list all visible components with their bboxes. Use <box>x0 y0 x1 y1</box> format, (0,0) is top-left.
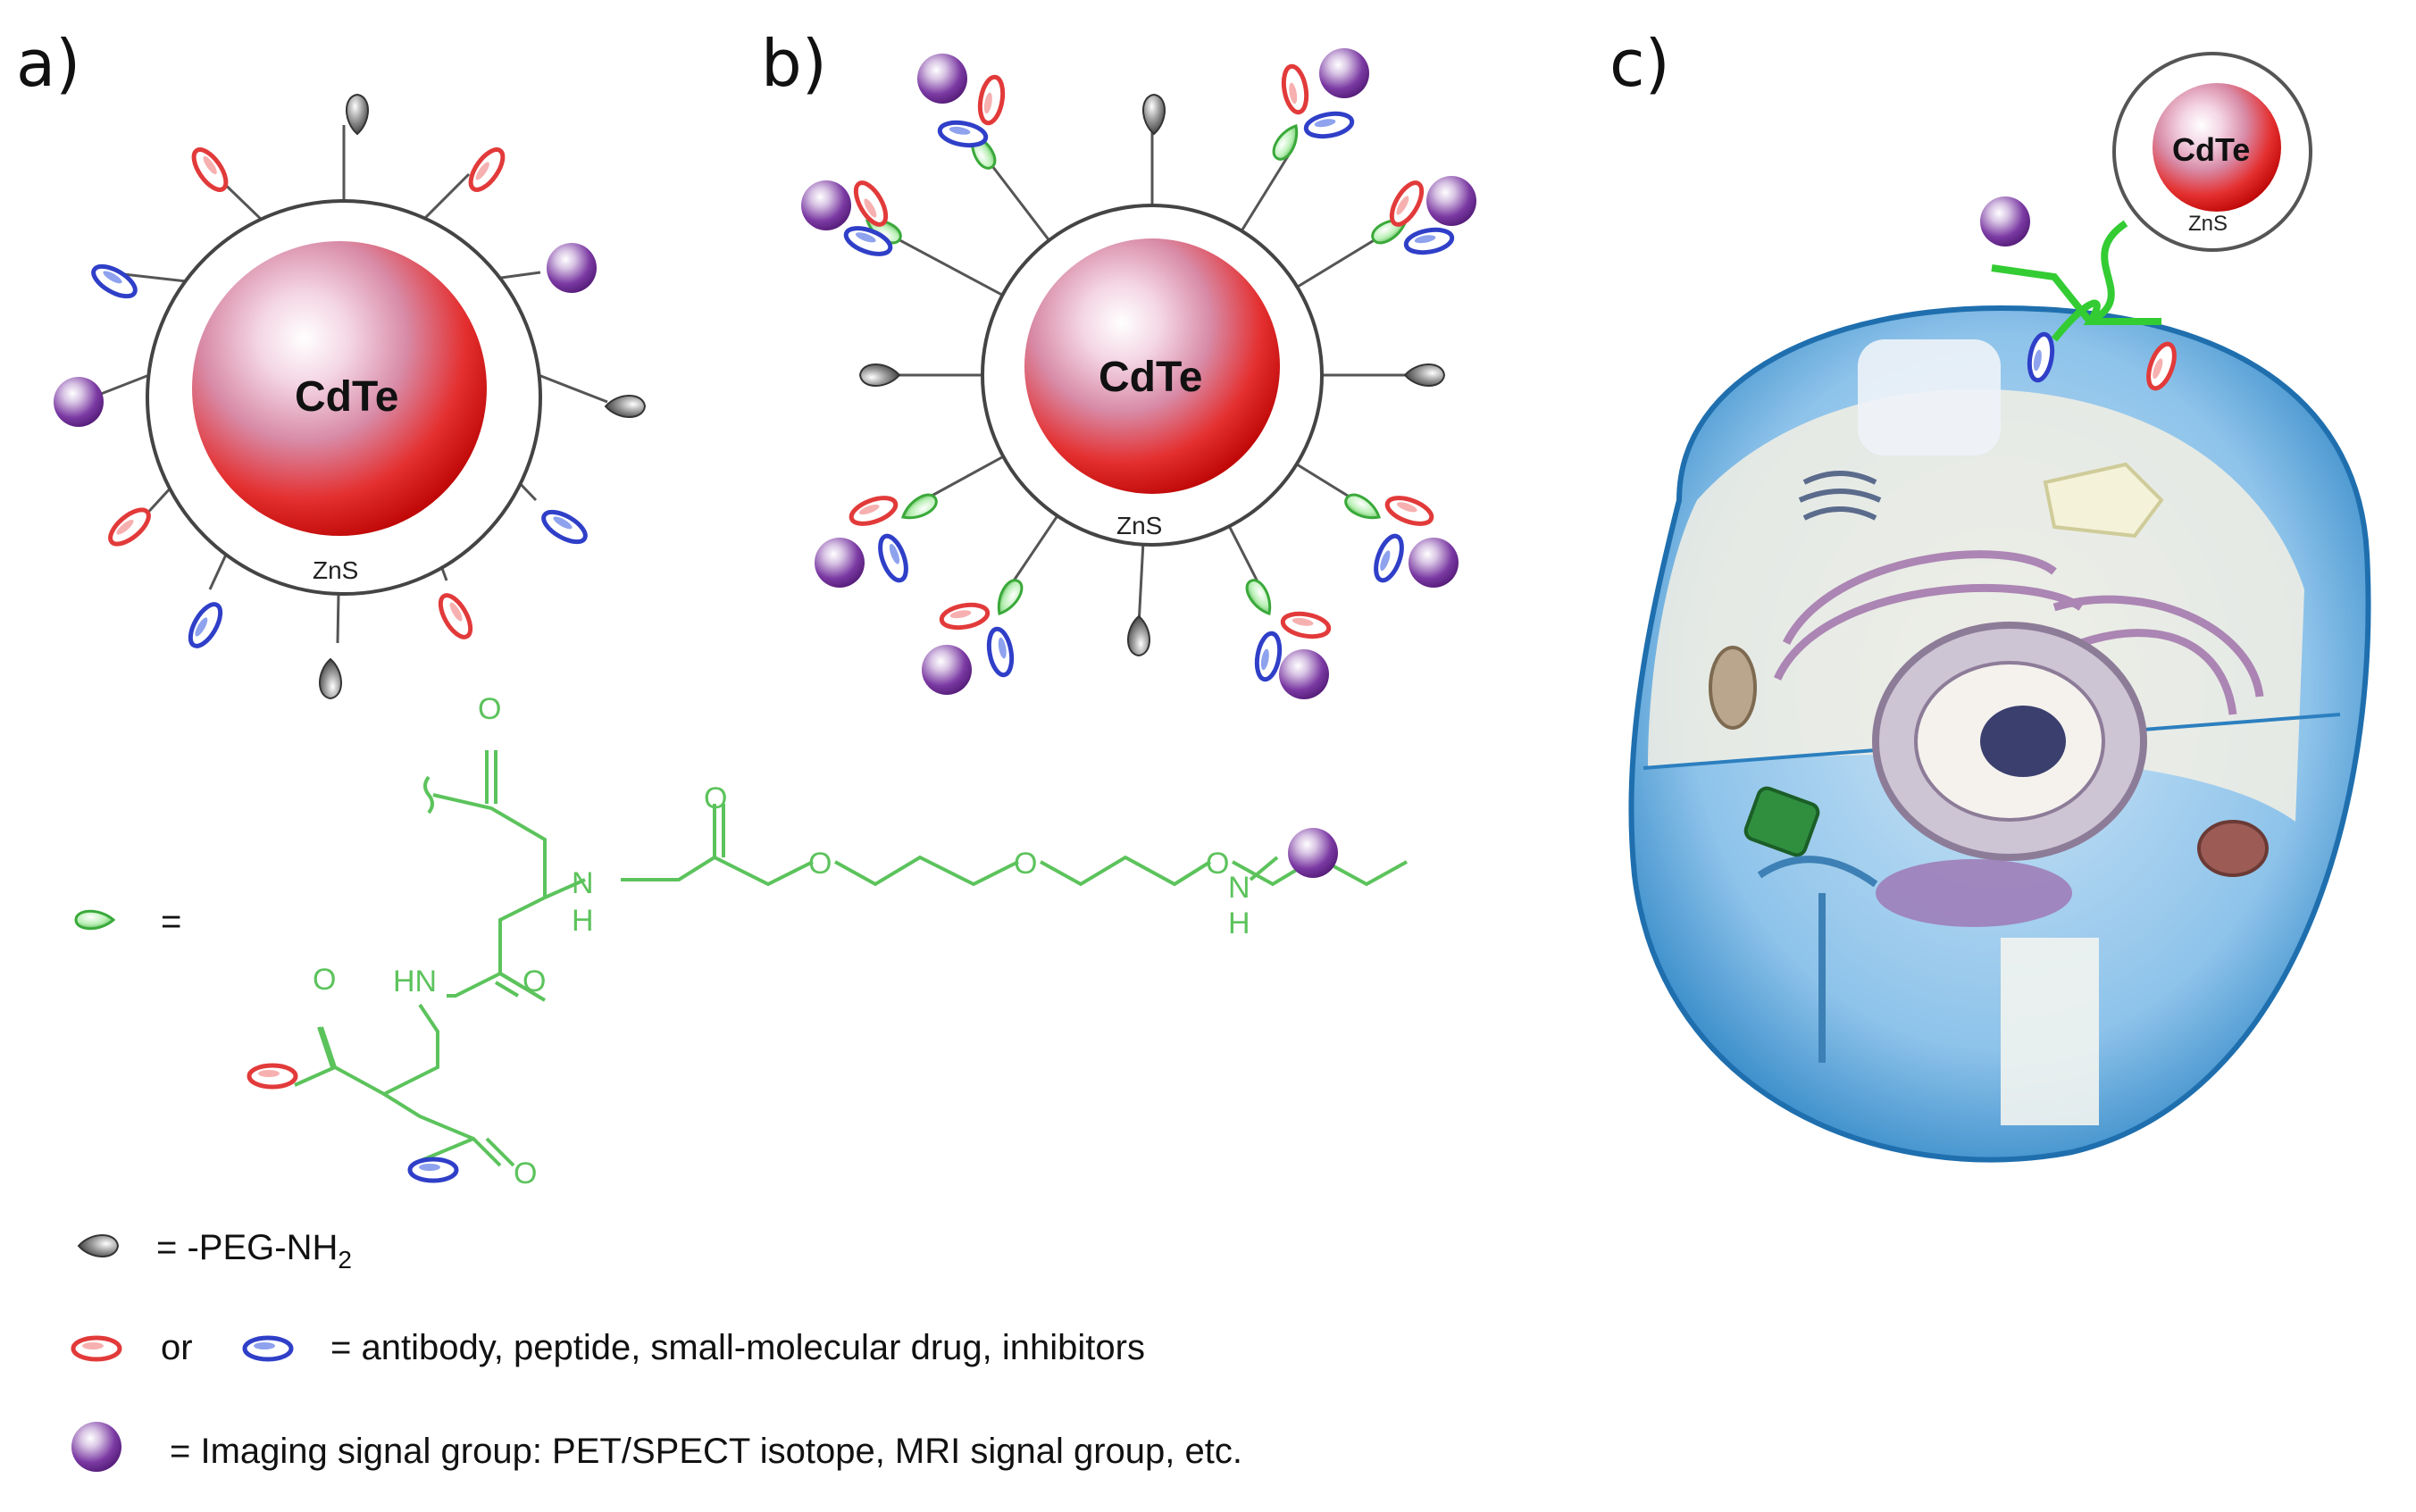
cell-illustration: CdTe ZnS <box>1628 52 2371 1163</box>
atom-o: O <box>313 963 336 997</box>
green-linker-icon <box>74 909 115 931</box>
legend-imaging: = Imaging signal group: PET/SPECT isotop… <box>170 1432 1242 1471</box>
linker-structure <box>294 750 1408 1167</box>
golgi-apparatus <box>1798 471 1882 521</box>
vacuole <box>2043 462 2164 539</box>
peg-icon <box>1404 363 1445 387</box>
legend-peg-sub: 2 <box>338 1246 352 1274</box>
legend-linker-equals: = <box>161 902 181 941</box>
peg-icon <box>1142 94 1166 135</box>
nucleolus <box>1980 706 2066 777</box>
atom-o: O <box>808 847 832 881</box>
red-ligand-icon <box>464 145 508 195</box>
peg-icon <box>346 94 369 135</box>
shell-label-a: ZnS <box>313 556 358 584</box>
red-ligand-icon <box>104 504 154 550</box>
conjugate-cluster <box>801 178 906 259</box>
peg-icon <box>78 1234 119 1257</box>
panel-label-c: c) <box>1609 26 1670 101</box>
peg-icon <box>1127 615 1150 656</box>
conjugate-cluster <box>1268 48 1369 164</box>
blue-ligand-icon <box>185 599 227 650</box>
red-ligand-icon <box>73 1338 120 1359</box>
quantum-dot-a: CdTe ZnS <box>54 94 646 699</box>
legend-ligand: = antibody, peptide, small-molecular dru… <box>330 1328 1145 1367</box>
mitochondrion <box>2197 820 2269 877</box>
red-ligand-icon <box>249 1065 296 1087</box>
atom-o: O <box>478 692 501 726</box>
atom-o: O <box>1014 847 1037 881</box>
peg-icon <box>859 363 900 387</box>
imaging-sphere-icon <box>71 1422 121 1472</box>
peg-icon <box>319 658 342 699</box>
peg-icon <box>605 395 646 418</box>
imaging-sphere-icon <box>1980 196 2030 246</box>
blue-ligand-icon <box>410 1159 456 1181</box>
imaging-sphere-icon <box>1288 828 1338 878</box>
atom-o: O <box>1206 847 1229 881</box>
membrane-pore <box>2001 938 2099 1125</box>
quantum-dot-b: CdTe ZnS <box>801 48 1476 699</box>
conjugate-cluster <box>922 575 1027 695</box>
atom-o: O <box>704 781 727 815</box>
mitochondrion <box>1709 646 1757 730</box>
green-tether <box>2088 220 2128 325</box>
endoplasmic-reticulum <box>1773 550 2264 715</box>
atom-n: N <box>1228 871 1250 905</box>
membrane-receptor <box>1858 339 2001 455</box>
conjugate-cluster <box>1367 176 1476 255</box>
linker-atoms: O N H O O O O N H HN O O O <box>313 692 1250 1190</box>
lysosome <box>1876 859 2072 927</box>
shell-label-c: ZnS <box>2188 212 2228 236</box>
conjugate-cluster <box>1341 489 1459 588</box>
core-label-a: CdTe <box>295 373 398 421</box>
cdte-core-a <box>192 241 487 536</box>
imaging-sphere-icon <box>547 243 597 293</box>
red-ligand-icon <box>188 145 231 195</box>
cdte-core-c <box>2153 83 2281 212</box>
atom-o: O <box>514 1157 537 1190</box>
cdte-core-b <box>1024 238 1280 494</box>
red-ligand-icon <box>435 590 477 641</box>
conjugate-cluster <box>1241 575 1331 699</box>
legend-peg: = -PEG-NH2 <box>156 1228 352 1274</box>
blue-ligand-icon <box>245 1338 291 1359</box>
panel-label-b: b) <box>761 26 827 101</box>
conjugate-cluster <box>815 489 941 588</box>
centriole <box>1743 786 1820 857</box>
shell-label-b: ZnS <box>1116 512 1162 539</box>
atom-n: N <box>572 866 594 900</box>
legend-or: or <box>161 1328 193 1367</box>
conjugate-cluster <box>917 54 1006 173</box>
atom-hn: HN <box>393 965 437 998</box>
blue-ligand-icon <box>539 506 589 548</box>
atom-o: O <box>522 965 546 998</box>
legend-peg-text: = -PEG-NH <box>156 1228 338 1267</box>
blue-ligand-icon <box>88 261 139 303</box>
core-label-b: CdTe <box>1099 354 1202 401</box>
core-label-c: CdTe <box>2172 131 2250 168</box>
atom-h: H <box>1228 906 1250 940</box>
panel-label-a: a) <box>16 26 80 101</box>
imaging-sphere-icon <box>54 377 104 427</box>
atom-h: H <box>572 904 594 938</box>
channel-protein <box>1757 856 1878 1063</box>
